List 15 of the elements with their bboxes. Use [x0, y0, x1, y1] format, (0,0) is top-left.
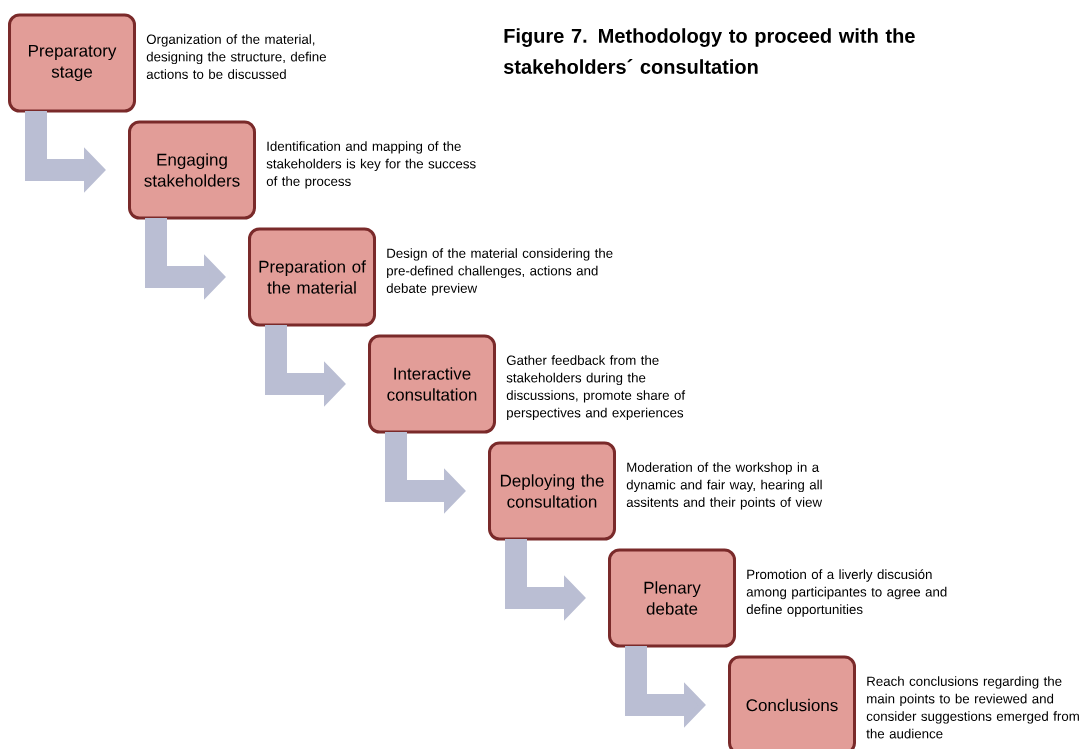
- process-box: Plenary debate: [608, 548, 736, 648]
- description-text: Organization of the material, designing the structure, define actions to be discussed: [146, 34, 326, 79]
- process-box: Preparation of the material: [248, 227, 376, 327]
- description-text: Identification and mapping of the stakeholders is key for the success of the process: [266, 141, 476, 189]
- description-text: Reach conclusions regarding the main points to be reviewed and consider suggestions emerged from the audience: [866, 676, 1079, 739]
- figure-title: Figure 7. Methodology to proceed with the stakeholders´ consultation: [503, 28, 915, 74]
- process-box: Preparatory stage: [8, 13, 136, 113]
- process-box: Conclusions: [728, 655, 856, 749]
- process-box: Interactive consultation: [368, 334, 496, 434]
- process-box: Deploying the consultation: [488, 441, 616, 541]
- description-text: Gather feedback from the stakeholders during the discussions, promote share of perspectives and experiences: [506, 355, 686, 421]
- process-box: Engaging stakeholders: [128, 120, 256, 220]
- description-text: Moderation of the workshop in a dynamic and fair way, hearing all assitents and their points of view: [626, 462, 823, 510]
- description-text: Design of the material considering the pre-defined challenges, actions and debate preview: [386, 248, 613, 296]
- description-text: Promotion of a liverly discusión among participantes to agree and define opportunities: [746, 569, 947, 617]
